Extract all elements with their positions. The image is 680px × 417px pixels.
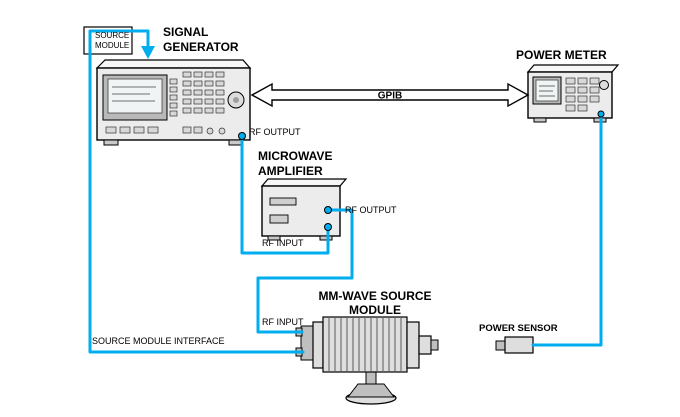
gpib-arrow <box>250 82 530 108</box>
siggen-rf-output-label: RF OUTPUT <box>249 127 301 137</box>
signal-generator-bottom-buttons <box>105 126 226 135</box>
amplifier-rf-output-label: RF OUTPUT <box>345 205 397 215</box>
module-fins <box>328 317 402 372</box>
power-meter-keys <box>565 77 600 112</box>
signal-generator-knob <box>227 91 245 109</box>
power-meter-connector <box>597 110 605 118</box>
power-sensor <box>495 336 534 354</box>
power-sensor-body <box>504 336 534 354</box>
microwave-amplifier-label-line2: AMPLIFIER <box>258 164 323 178</box>
amplifier-vent-slot <box>269 197 297 206</box>
source-module-box-label-line1: SOURCE <box>95 31 129 40</box>
signal-generator-keypad <box>182 71 225 114</box>
module-stand-cone <box>346 383 396 398</box>
power-sensor-label: POWER SENSOR <box>479 323 558 334</box>
amplifier-rf-input-label: RF INPUT <box>262 238 304 248</box>
mmwave-module-label-line1: MM-WAVE SOURCE <box>318 289 431 303</box>
amplifier-plate <box>269 214 289 224</box>
source-module-arrowhead-icon <box>141 46 155 59</box>
signal-generator-label-line1: SIGNAL <box>163 25 208 39</box>
mmwave-source-module <box>295 316 439 405</box>
power-sensor-tip <box>495 340 506 351</box>
module-left-cap <box>312 321 324 369</box>
cables <box>88 29 603 354</box>
source-module-interface-label: SOURCE MODULE INTERFACE <box>92 336 225 346</box>
module-output-tip <box>430 339 439 351</box>
amplifier-rf-input-connector <box>324 223 332 231</box>
microwave-amplifier <box>260 178 348 241</box>
source-module-box-label-line2: MODULE <box>95 41 129 50</box>
signal-generator-display <box>102 74 168 121</box>
cable-rfout-to-amp <box>240 134 330 255</box>
cable-amp-to-module <box>256 208 354 334</box>
cable-meter-to-sensor <box>531 113 603 347</box>
module-rf-input-label: RF INPUT <box>262 317 304 327</box>
power-meter-label: POWER METER <box>516 48 607 62</box>
signal-generator-softkeys <box>169 78 178 117</box>
siggen-rf-output-connector <box>238 132 246 140</box>
signal-generator <box>95 59 252 146</box>
power-meter-display <box>532 76 562 105</box>
signal-generator-label-line2: GENERATOR <box>163 40 239 54</box>
cable-source-module-interface <box>88 29 305 354</box>
microwave-amplifier-label-line1: MICROWAVE <box>258 149 332 163</box>
power-meter-knob <box>599 80 609 90</box>
power-meter <box>526 64 620 123</box>
gpib-label: GPIB <box>378 91 402 102</box>
mmwave-module-label-line2: MODULE <box>349 303 401 317</box>
module-right-cap <box>406 321 420 369</box>
module-output-waveguide <box>418 335 432 355</box>
amplifier-rf-output-connector <box>324 206 332 214</box>
